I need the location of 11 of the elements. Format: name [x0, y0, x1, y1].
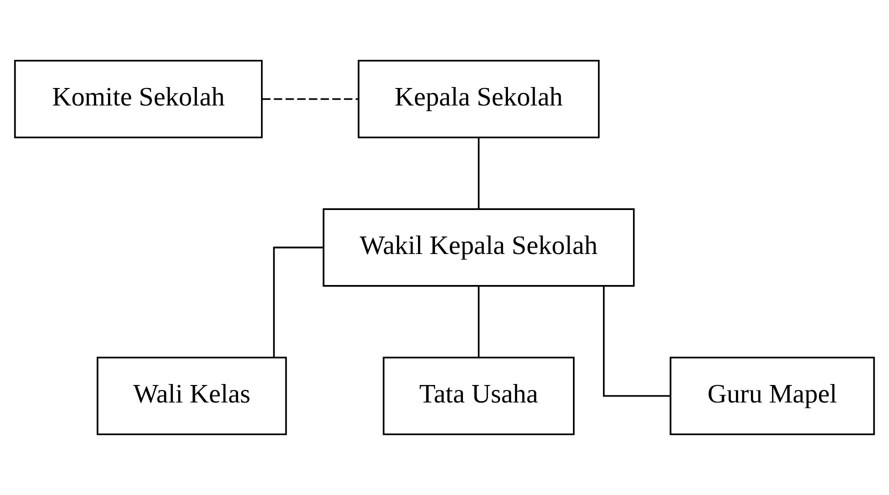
connector [273, 246, 324, 357]
connector [478, 286, 480, 358]
connector [262, 98, 358, 100]
connector [602, 286, 670, 397]
node-box: Kepala Sekolah [358, 60, 600, 138]
node-box: Wakil Kepala Sekolah [322, 208, 635, 287]
node-box: Tata Usaha [382, 356, 575, 436]
node-box: Guru Mapel [670, 356, 875, 436]
node-box: Komite Sekolah [14, 60, 263, 138]
connector [478, 138, 480, 209]
node-box: Wali Kelas [96, 356, 287, 436]
